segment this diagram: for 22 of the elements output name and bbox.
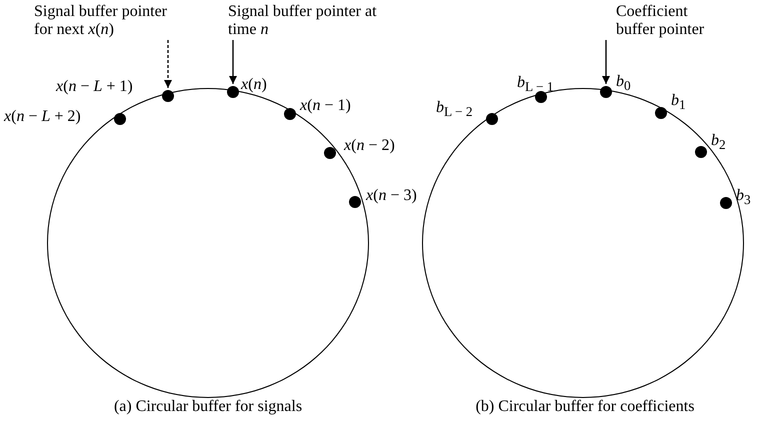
pointer-label: Coefficient buffer pointer: [616, 3, 726, 39]
slot-label: x(n): [241, 76, 267, 94]
figure-caption: (a) Circular buffer for signals: [114, 398, 302, 416]
slot-label: b$_{L − 2}$: [436, 99, 472, 122]
slot-label: b$_{3}$: [736, 187, 751, 210]
slot-label: x(n − L + 1): [56, 78, 133, 96]
slot-label: x(n − L + 2): [4, 108, 81, 126]
slot-label: b$_{1}$: [671, 92, 686, 114]
slot-label: x(n − 3): [366, 187, 417, 205]
pointer-arrow: [229, 40, 237, 84]
buffer-slot-dot: [600, 86, 612, 98]
pointer-arrow: [164, 40, 172, 88]
pointer-label: Signal buffer pointer for next x(n): [34, 3, 184, 39]
slot-label: x(n − 2): [344, 137, 395, 155]
slot-label: b$_{2}$: [711, 132, 726, 154]
slot-label: b$_{L − 1}$: [517, 74, 554, 96]
slot-label: b$_{0}$: [616, 73, 631, 96]
pointer-arrow: [602, 40, 610, 84]
figure-caption: (b) Circular buffer for coefficients: [476, 398, 694, 416]
buffer-slot-dot: [227, 86, 239, 98]
slot-label: x(n − 1): [300, 97, 351, 115]
pointer-label: Signal buffer pointer at time n: [228, 3, 378, 39]
